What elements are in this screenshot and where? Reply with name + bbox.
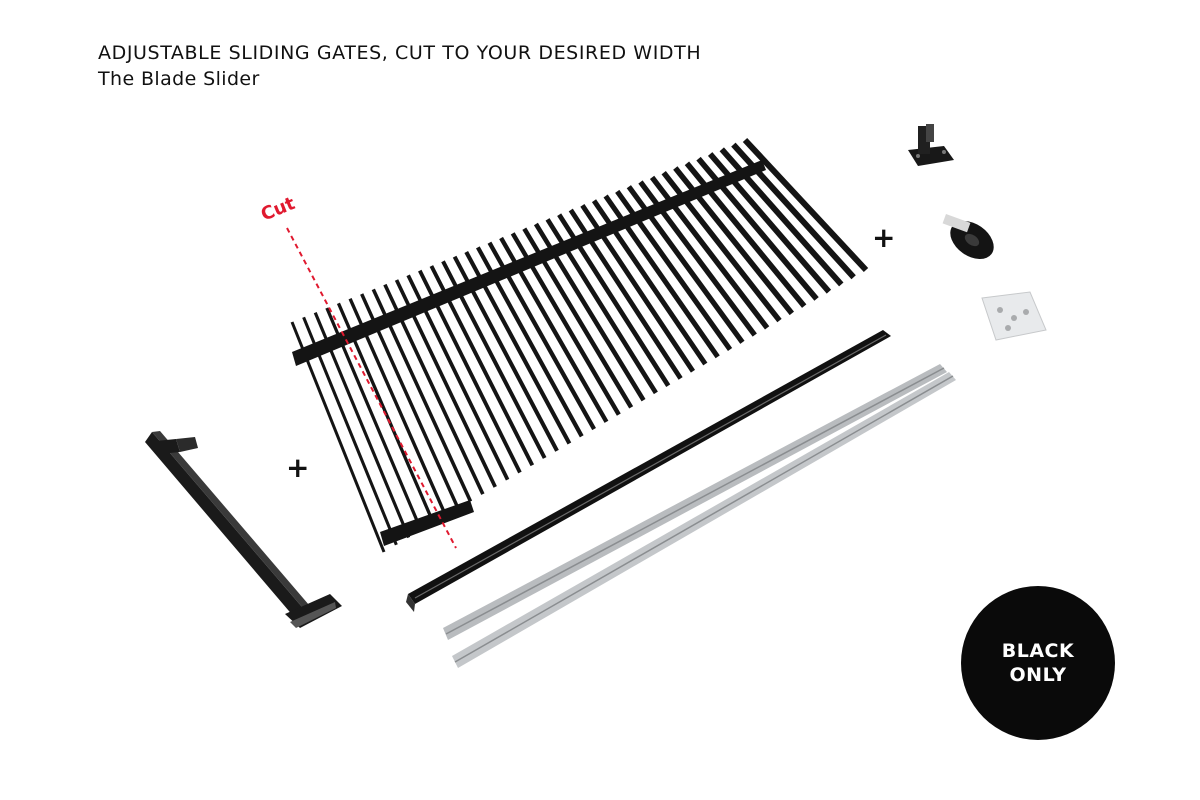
cut-line <box>286 227 457 549</box>
header: ADJUSTABLE SLIDING GATES, CUT TO YOUR DE… <box>98 40 701 92</box>
roller-bracket <box>908 124 954 166</box>
badge-line-1: BLACK <box>1001 640 1075 662</box>
gate-panel <box>290 137 869 553</box>
page-subtitle: The Blade Slider <box>98 68 260 90</box>
hardware-bag <box>981 291 1047 341</box>
gate-blade <box>742 137 869 273</box>
plus-sign-left: + <box>286 451 310 484</box>
bottom-track <box>406 330 891 612</box>
gate-bottom-rail <box>380 500 474 546</box>
page-title: ADJUSTABLE SLIDING GATES, CUT TO YOUR DE… <box>98 42 702 64</box>
gate-post <box>145 431 342 628</box>
color-badge: BLACK ONLY <box>961 586 1115 740</box>
wheel <box>942 214 994 260</box>
badge-line-2: ONLY <box>1009 664 1067 686</box>
plus-sign-right: + <box>872 221 896 254</box>
guide-rails <box>443 364 956 668</box>
gate-top-rail <box>292 160 766 366</box>
